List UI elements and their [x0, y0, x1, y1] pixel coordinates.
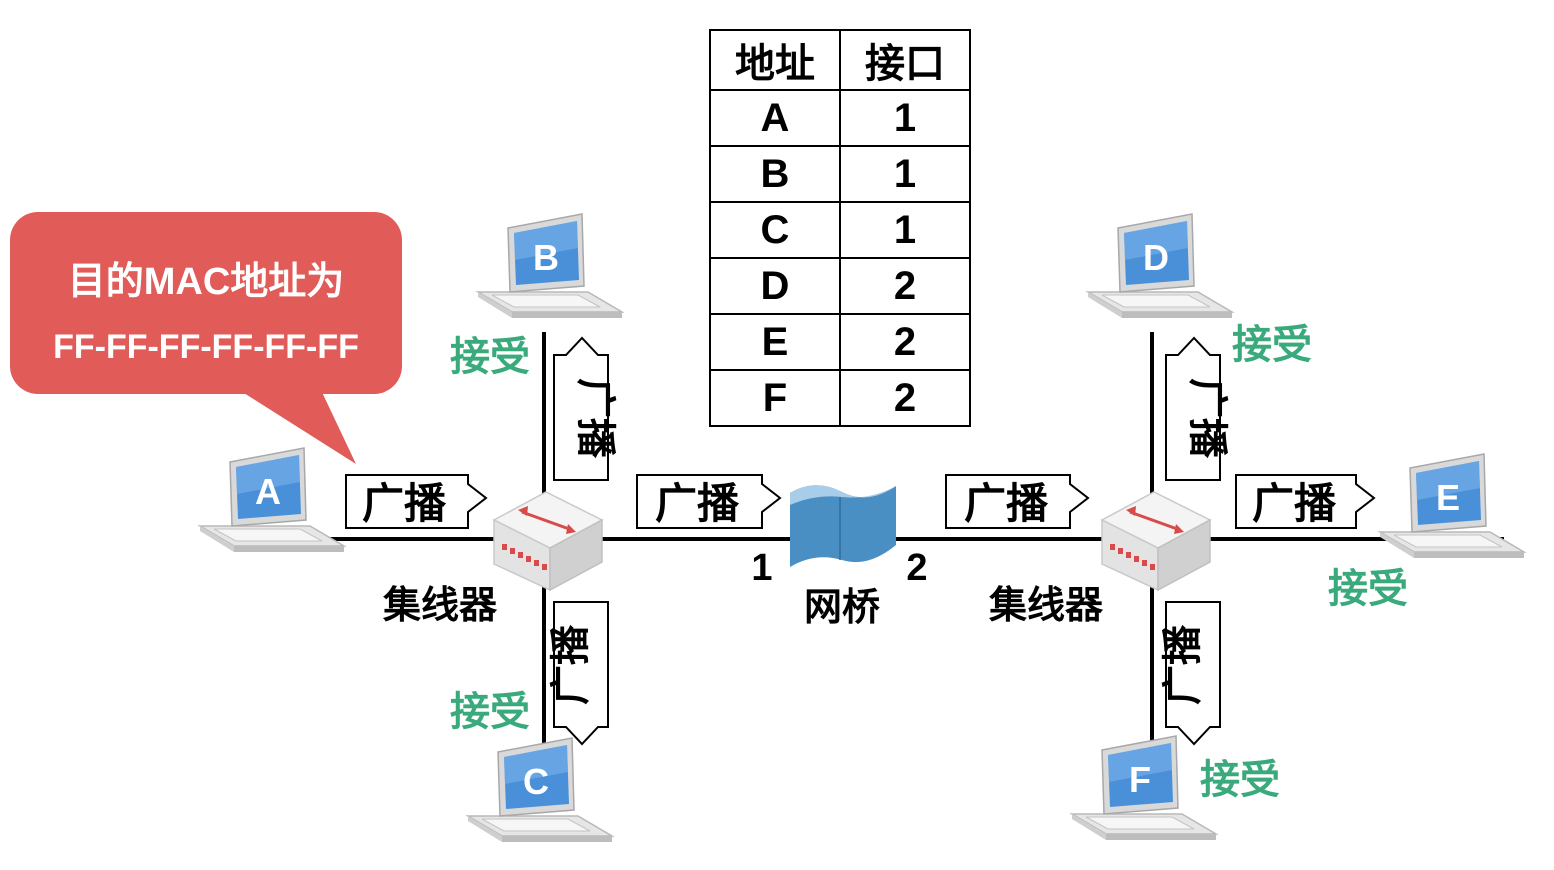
- accept-label-c: 接受: [450, 690, 530, 734]
- hub-right-label: 集线器: [988, 585, 1104, 627]
- table-header-row: 地址 接口: [709, 29, 971, 91]
- broadcast-arrow-4: 广播: [1235, 474, 1376, 529]
- table-row: E 2: [709, 313, 971, 371]
- accept-label-b: 接受: [450, 335, 530, 379]
- broadcast-label: 广播: [573, 378, 617, 459]
- table-cell-port: 1: [839, 145, 971, 203]
- accept-label-e: 接受: [1328, 567, 1408, 611]
- host-c-label: C: [523, 761, 549, 802]
- broadcast-arrow-up-right: 广播: [1165, 336, 1229, 481]
- bridge-label: 网桥: [804, 587, 880, 629]
- callout-bubble: 目的MAC地址为 FF-FF-FF-FF-FF-FF: [10, 212, 402, 394]
- hub-left-label: 集线器: [382, 585, 498, 627]
- broadcast-label: 广播: [1185, 378, 1229, 459]
- bridge-icon: [790, 485, 896, 567]
- table-cell-port: 2: [839, 257, 971, 315]
- broadcast-label: 广播: [549, 624, 593, 705]
- table-header-port: 接口: [839, 29, 971, 91]
- mac-address-table: 地址 接口 A 1 B 1 C 1 D 2 E 2 F 2: [709, 29, 971, 427]
- host-e-label: E: [1436, 477, 1460, 518]
- broadcast-label: 广播: [655, 480, 740, 527]
- table-cell-port: 1: [839, 89, 971, 147]
- broadcast-label: 广播: [1161, 624, 1205, 705]
- host-d-label: D: [1143, 237, 1169, 278]
- broadcast-label: 广播: [964, 480, 1049, 527]
- broadcast-arrow-down-left: 广播: [549, 601, 609, 746]
- broadcast-label: 广播: [362, 480, 447, 527]
- hub-left-icon: [492, 490, 604, 592]
- table-header-address: 地址: [709, 29, 841, 91]
- table-cell-address: D: [709, 257, 841, 315]
- table-row: B 1: [709, 145, 971, 203]
- hub-right-icon: [1100, 490, 1212, 592]
- broadcast-arrow-down-right: 广播: [1161, 601, 1221, 746]
- bridge-port-1-label: 1: [751, 547, 772, 589]
- table-row: A 1: [709, 89, 971, 147]
- table-cell-port: 2: [839, 369, 971, 427]
- laptop-b: B: [477, 213, 623, 319]
- host-b-label: B: [533, 237, 559, 278]
- table-cell-address: A: [709, 89, 841, 147]
- table-row: D 2: [709, 257, 971, 315]
- laptop-c: C: [467, 737, 613, 843]
- broadcast-arrow-up-left: 广播: [553, 336, 617, 481]
- broadcast-arrow-1: 广播: [345, 474, 488, 529]
- table-cell-port: 2: [839, 313, 971, 371]
- callout-line-1: 目的MAC地址为: [67, 261, 345, 303]
- table-cell-address: C: [709, 201, 841, 259]
- laptop-d: D: [1087, 213, 1233, 319]
- table-cell-port: 1: [839, 201, 971, 259]
- table-cell-address: B: [709, 145, 841, 203]
- callout-tail: [236, 388, 356, 464]
- callout-line-2: FF-FF-FF-FF-FF-FF: [53, 328, 359, 366]
- laptop-a: A: [199, 447, 345, 553]
- laptop-f: F: [1071, 735, 1217, 841]
- broadcast-label: 广播: [1252, 480, 1337, 527]
- accept-label-f: 接受: [1200, 758, 1280, 802]
- broadcast-arrow-2: 广播: [636, 474, 782, 529]
- broadcast-arrow-3: 广播: [945, 474, 1090, 529]
- accept-label-d: 接受: [1232, 323, 1312, 367]
- laptop-e: E: [1379, 453, 1525, 559]
- host-f-label: F: [1129, 759, 1151, 800]
- bridge-port-2-label: 2: [906, 547, 927, 589]
- table-cell-address: E: [709, 313, 841, 371]
- table-row: C 1: [709, 201, 971, 259]
- host-a-label: A: [255, 471, 281, 512]
- table-row: F 2: [709, 369, 971, 427]
- table-cell-address: F: [709, 369, 841, 427]
